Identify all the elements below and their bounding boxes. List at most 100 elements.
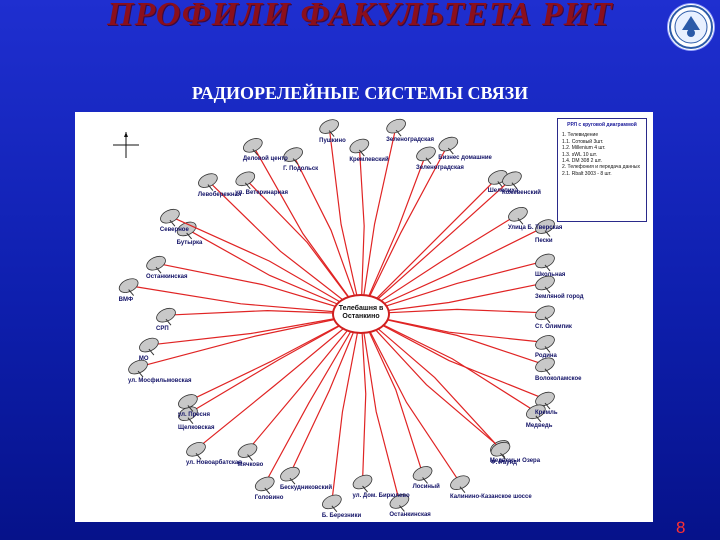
relay-link (165, 309, 362, 316)
relay-link (360, 313, 424, 474)
satellite-dish-icon (386, 118, 406, 137)
satellite-dish-icon (349, 138, 370, 157)
node-label: Родина (535, 353, 557, 360)
node-label: ул. Дом. Бирюлево (352, 492, 410, 499)
satellite-dish-icon (283, 147, 303, 165)
node-label: Волоколамское (535, 375, 582, 382)
node-label: Медведь (525, 422, 553, 429)
node-label: Бутырка (176, 239, 203, 246)
satellite-dish-icon (254, 476, 275, 495)
legend-line: 2. Телефония и передача данных (562, 164, 640, 171)
satellite-dish-icon (526, 404, 546, 423)
node-label: Бескудниковский (279, 485, 333, 492)
node-label: Кожевенский (501, 189, 541, 196)
node-label: Пушкино (319, 137, 346, 144)
node-label: Улица Б. Тверская (507, 225, 563, 232)
relay-link (360, 308, 546, 315)
legend-line: 1.3. sWL 10 шт. (562, 151, 598, 158)
university-emblem (668, 4, 714, 50)
satellite-dish-icon (178, 394, 198, 412)
relay-link (360, 260, 546, 315)
node-label: Шелепиха (487, 188, 519, 195)
relay-link (360, 282, 546, 315)
satellite-dish-icon (508, 207, 528, 225)
relay-link (360, 313, 537, 413)
relay-link (187, 313, 362, 402)
relay-link (360, 153, 427, 315)
relay-link (137, 313, 362, 368)
relay-links (118, 118, 555, 513)
ostankino-tower-node: Телебашня в Останкино (332, 294, 390, 334)
satellite-dish-icon (412, 466, 433, 484)
satellite-dish-icon (490, 441, 511, 460)
satellite-dish-icon (535, 357, 555, 376)
satellite-dish-icon (186, 442, 206, 460)
node-label: Левобережная (197, 191, 242, 198)
relay-link (289, 313, 362, 475)
page-number: 8 (676, 518, 686, 537)
relay-link (195, 313, 362, 450)
legend-line: 1.2. Millenium 4 шт. (562, 145, 606, 152)
node-label: Останкинская (146, 274, 188, 281)
relay-link (169, 215, 362, 315)
relay-link (360, 313, 546, 366)
satellite-dish-icon (128, 359, 148, 378)
relay-link (360, 213, 519, 315)
relay-link (360, 226, 546, 315)
satellite-dish-icon (352, 474, 373, 493)
node-label: ул. Новоарбатская (186, 460, 242, 467)
satellite-dish-icon (389, 494, 410, 512)
relay-link (358, 145, 365, 315)
node-label: Ф. Раунд (490, 460, 517, 467)
relay-link (247, 313, 362, 451)
node-label: Зеленоградская (386, 137, 434, 144)
radio-relay-diagram: Телебашня в Останкино РРЛ с круговой диа… (75, 112, 653, 522)
satellite-dish-icon (237, 443, 258, 461)
node-label: Останкинская (389, 512, 431, 519)
node-label: Зеленоградская (415, 164, 464, 171)
node-label: Б. Березники (321, 512, 362, 519)
node-label: Медвежьи Озера (489, 458, 541, 465)
relay-link (360, 313, 546, 400)
relay-link (360, 313, 461, 484)
section-subtitle: РАДИОРЕЛЕЙНЫЕ СИСТЕМЫ СВЯЗИ (191, 83, 529, 103)
satellite-dish-icon (450, 475, 470, 493)
relay-link (360, 143, 449, 315)
satellite-dish-icon (146, 255, 166, 274)
legend-line: 1.4. DM 308 2 шт. (562, 158, 602, 165)
legend-line: 1. Телевидение (562, 132, 599, 139)
node-label: ул. Пресня (177, 412, 210, 419)
satellite-dish-icon (535, 391, 555, 410)
legend-line: 1.1. Сотовый 3шт. (562, 138, 604, 145)
node-label: Деловой центр (242, 156, 288, 163)
node-label: Школьная (535, 271, 566, 278)
node-label: Северное (159, 227, 189, 234)
satellite-dish-icon (198, 173, 218, 191)
relay-link (328, 126, 362, 315)
relay-link (264, 313, 362, 485)
satellite-dish-icon (139, 337, 159, 356)
node-label: ул. Мосфильмовская (128, 378, 192, 385)
node-label: Калинино-Казанское шоссе (449, 493, 532, 500)
relay-link (360, 178, 513, 315)
relay-link (128, 285, 362, 315)
satellite-dish-icon (243, 138, 263, 156)
satellite-dish-icon (535, 275, 555, 294)
node-label: ВМФ (118, 296, 134, 303)
relay-link (252, 145, 362, 315)
satellite-dish-icon (235, 171, 256, 190)
node-label: СРП (156, 326, 169, 333)
relay-link (360, 313, 367, 483)
relay-link (360, 126, 397, 315)
node-label: Бизнес домашние (438, 155, 492, 162)
node-label: Кремлевский (349, 157, 389, 163)
legend-box: РРЛ с круговой диаграммой 1. Телевидение… (557, 118, 647, 222)
node-label: Мячково (237, 461, 264, 468)
legend-line: 2.1. Rbalt 3003 - 8 шт. (562, 170, 612, 177)
node-label: Щелковская (177, 424, 215, 431)
satellite-dish-icon (156, 307, 176, 326)
relay-link (207, 180, 362, 315)
satellite-dish-icon (160, 208, 180, 227)
relay-link (360, 176, 499, 315)
satellite-dish-icon (416, 146, 436, 165)
